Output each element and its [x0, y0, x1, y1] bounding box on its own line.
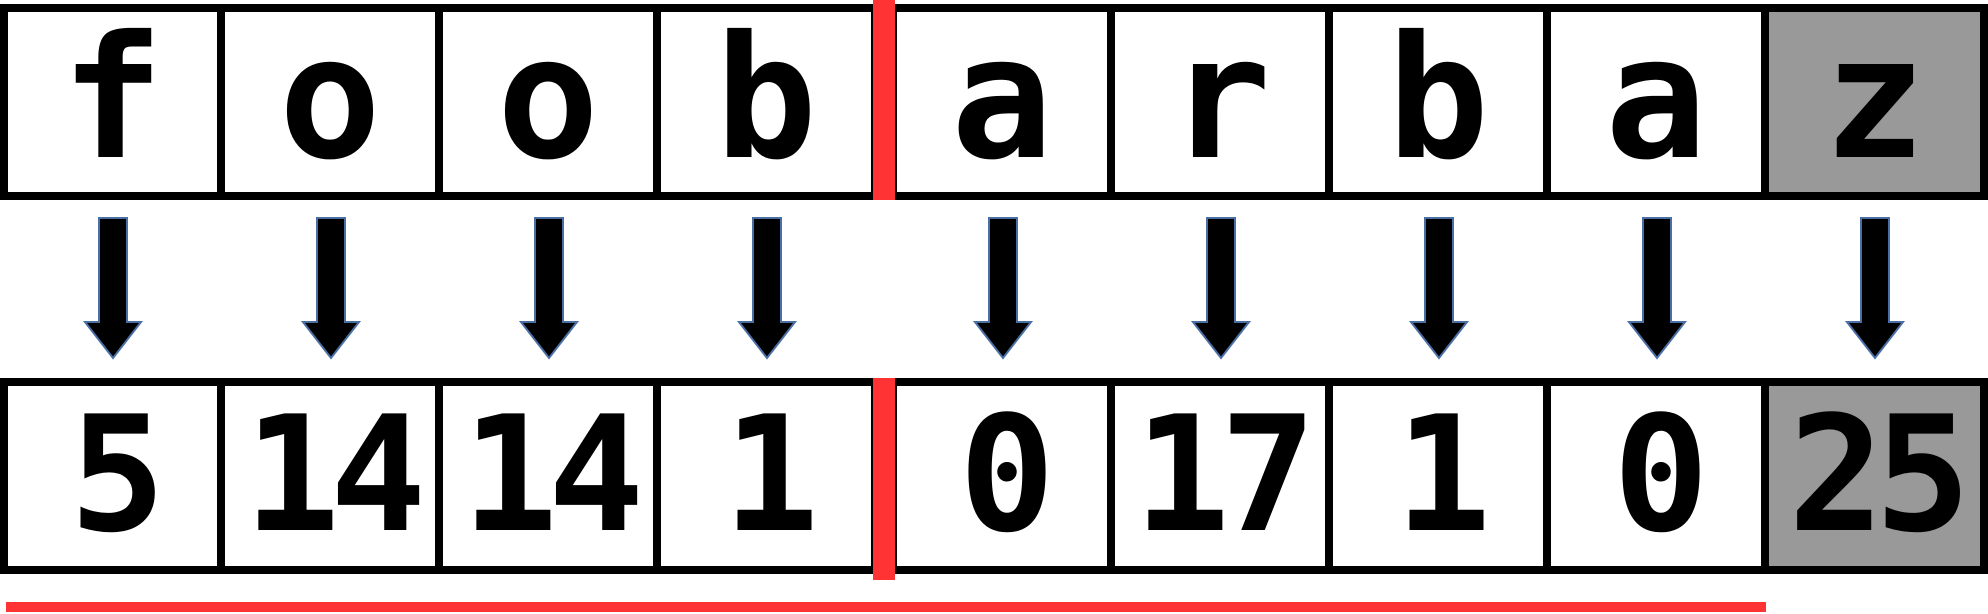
- number-value: 17: [1133, 386, 1317, 566]
- down-arrow-icon: [1408, 217, 1470, 360]
- number-cell: 1: [661, 386, 871, 566]
- letter-value: a: [950, 12, 1054, 192]
- letter-value: r: [1168, 12, 1272, 192]
- number-cell: 0: [1551, 386, 1761, 566]
- number-cell: 14: [225, 386, 435, 566]
- number-cell: 5: [8, 386, 217, 566]
- down-arrow-icon: [518, 217, 580, 360]
- down-arrow-icon: [1190, 217, 1252, 360]
- down-arrow-icon: [972, 217, 1034, 360]
- number-cell: 25: [1769, 386, 1980, 566]
- bottom-divider: [873, 378, 895, 580]
- letter-value: b: [1386, 12, 1490, 192]
- number-value: 0: [1612, 386, 1709, 566]
- down-arrow-icon: [736, 217, 798, 360]
- number-value: 14: [243, 386, 427, 566]
- down-arrow-icon: [82, 217, 144, 360]
- number-value: 14: [461, 386, 645, 566]
- down-arrow-icon: [1844, 217, 1906, 360]
- number-value: 25: [1788, 386, 1971, 566]
- letter-value: o: [278, 12, 382, 192]
- down-arrow-icon: [1626, 217, 1688, 360]
- letter-value: a: [1604, 12, 1708, 192]
- letter-value: b: [714, 12, 818, 192]
- letter-value: f: [61, 12, 164, 192]
- letter-cell: o: [443, 12, 653, 192]
- number-cell: 17: [1115, 386, 1325, 566]
- top-divider: [873, 0, 895, 200]
- number-cell: 1: [1333, 386, 1543, 566]
- number-value: 0: [958, 386, 1055, 566]
- bottom-underline: [6, 602, 1766, 612]
- number-value: 1: [722, 386, 819, 566]
- letter-cell: o: [225, 12, 435, 192]
- letter-cell: b: [661, 12, 871, 192]
- letter-value: z: [1823, 12, 1926, 192]
- letter-cell: a: [1551, 12, 1761, 192]
- number-cell: 0: [897, 386, 1107, 566]
- down-arrow-icon: [300, 217, 362, 360]
- number-value: 1: [1394, 386, 1491, 566]
- letter-cell: z: [1769, 12, 1980, 192]
- letter-cell: r: [1115, 12, 1325, 192]
- number-cell: 14: [443, 386, 653, 566]
- letter-cell: f: [8, 12, 217, 192]
- mapping-arrows: [82, 217, 1906, 360]
- letter-value: o: [496, 12, 600, 192]
- letter-cell: b: [1333, 12, 1543, 192]
- number-value: 5: [69, 386, 165, 566]
- letter-cell: a: [897, 12, 1107, 192]
